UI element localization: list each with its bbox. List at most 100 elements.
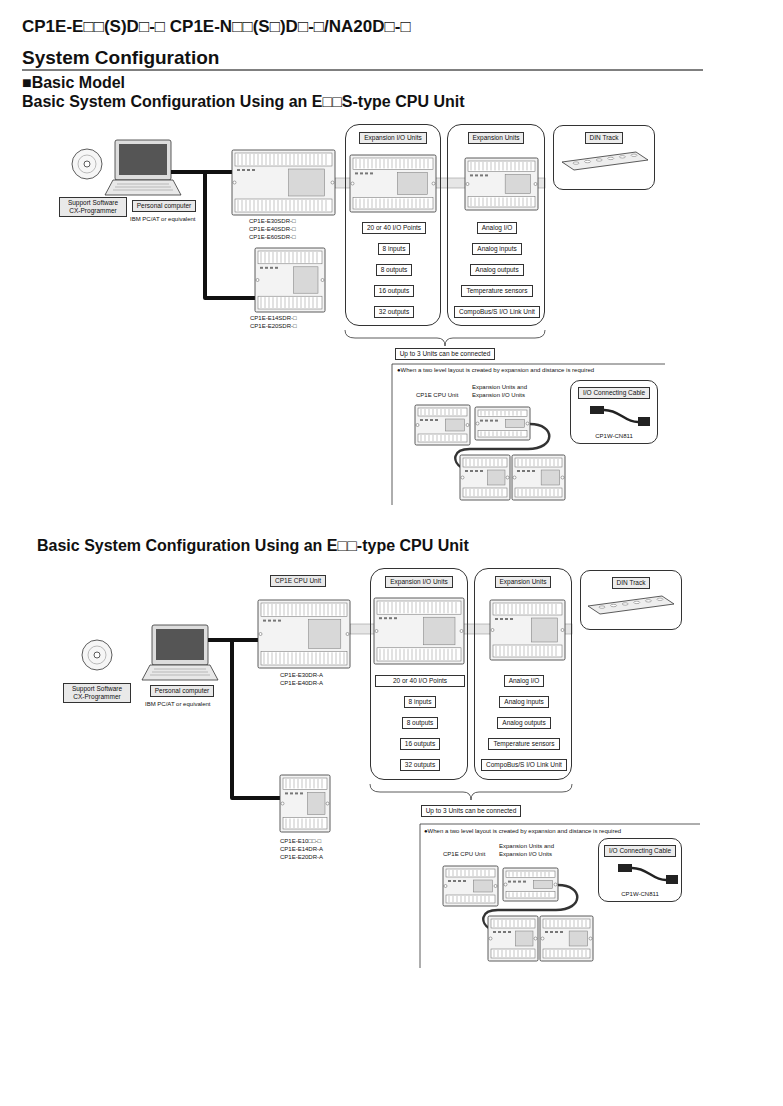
terminal-screw [508,604,509,614]
terminal-strip [353,158,433,169]
terminal-screw [392,199,393,208]
terminal-screw [522,489,523,496]
terminal-screw [326,200,327,211]
terminal-screw [270,154,271,165]
terminal-screw [469,896,470,902]
terminal-screw [496,646,497,656]
terminal-screw [309,252,310,263]
terminal-screw [294,819,295,828]
part-label: ●When a two level layout is created by e… [397,367,594,375]
plc-unit [465,158,538,210]
terminal-screw [477,896,478,902]
terminal-screw [531,198,532,206]
indicator-panel [308,792,326,814]
terminal-strip [515,458,562,467]
cable-plug [618,864,632,872]
box-text: 20 or 40 I/O Points [367,224,421,232]
terminal-screw [453,870,454,876]
terminal-screw [566,950,567,957]
terminal-screw [494,920,495,927]
plc-unit [488,916,538,961]
terminal-screw [477,870,478,876]
terminal-screw [421,409,422,415]
terminal-screw [297,252,298,263]
box-text: 8 inputs [383,245,406,253]
box-text: 32 outputs [379,308,409,316]
terminal-screw [298,779,299,788]
terminal-screw [532,604,533,614]
terminal-screw [533,892,534,897]
terminal-screw [310,200,311,211]
terminal-screw [525,892,526,897]
terminal-screw [475,198,476,206]
terminal-strip [463,458,507,467]
terminal-screw [486,459,487,466]
mounting-hole [281,802,284,805]
label-box: Support Software CX-Programmer [63,683,131,703]
mounting-hole [526,422,529,425]
terminal-screw [528,604,529,614]
terminal-screw [495,198,496,206]
status-led [268,620,271,622]
terminal-screw [400,199,401,208]
terminal-screw [296,604,297,616]
box-text: 8 outputs [381,266,408,274]
terminal-screw [552,646,553,656]
section-heading: ■Basic Model [22,73,125,93]
indicator-panel [473,880,492,892]
terminal-strip [235,153,332,166]
disc [82,640,112,670]
terminal-screw [380,649,381,660]
terminal-screw [501,411,502,416]
indicator-panel [516,931,534,946]
plc-unit [350,155,436,212]
terminal-screw [512,604,513,614]
terminal-screw [536,646,537,656]
disc-ring [78,155,96,173]
status-led [503,931,506,933]
terminal-screw [292,652,293,664]
part-label: CP1E CPU Unit [443,851,485,859]
terminal-screw [520,604,521,614]
terminal-screw [482,459,483,466]
status-led [480,174,483,176]
terminal-strip [515,488,562,497]
terminal-screw [436,649,437,660]
terminal-strip [478,430,527,437]
terminal-screw [529,872,530,877]
terminal-screw [273,297,274,308]
part-label: CP1E CPU Unit [416,392,458,400]
terminal-screw [272,604,273,616]
box-text: Support Software CX-Programmer [68,685,126,701]
terminal-screw [286,154,287,165]
terminal-screw [408,649,409,660]
status-led [510,618,513,620]
status-led [518,881,521,883]
terminal-screw [471,198,472,206]
box-text: CP1E CPU Unit [275,577,321,585]
status-led [389,617,392,619]
rail-slot [634,601,640,603]
mounting-hole [504,883,507,886]
terminal-screw [493,411,494,416]
unit-body [512,455,565,500]
connecting-cable-icon [590,406,650,426]
terminal-screw [453,435,454,441]
terminal-screw [534,459,535,466]
box-text: Temperature sensors [493,740,554,748]
terminal-screw [489,411,490,416]
rail-body [562,152,648,170]
terminal-screw [368,159,369,168]
terminal-screw [530,920,531,927]
terminal-screw [392,649,393,660]
unit-body [443,866,498,906]
unit-body [415,405,470,445]
mounting-hole [561,629,564,632]
terminal-screw [356,199,357,208]
terminal-screw [478,459,479,466]
terminal-screw [474,489,475,496]
terminal-screw [504,604,505,614]
rail-slot [596,159,602,161]
terminal-screw [437,409,438,415]
mounting-hole [256,279,259,282]
